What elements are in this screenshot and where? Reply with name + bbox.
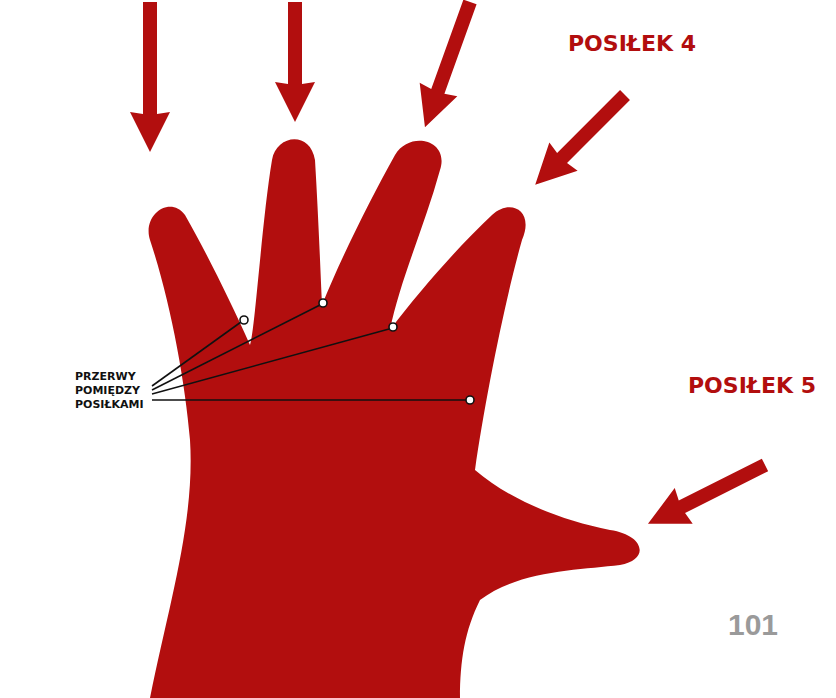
page-number: 101 (728, 606, 778, 644)
pointer-arrow (521, 81, 639, 199)
meal-label: POSIŁEK 4 (568, 30, 696, 58)
gap-note: PRZERWY POMIĘDZY POSIŁKAMI (75, 370, 147, 412)
leader-dots (240, 299, 474, 404)
hand-shape (149, 139, 640, 698)
leader-lines (152, 305, 466, 400)
pointer-arrow (130, 2, 170, 152)
pointer-arrow (275, 2, 315, 122)
pointer-arrow (406, 0, 489, 134)
pointer-arrow (639, 447, 774, 542)
meal-label: POSIŁEK 5 (688, 372, 816, 400)
